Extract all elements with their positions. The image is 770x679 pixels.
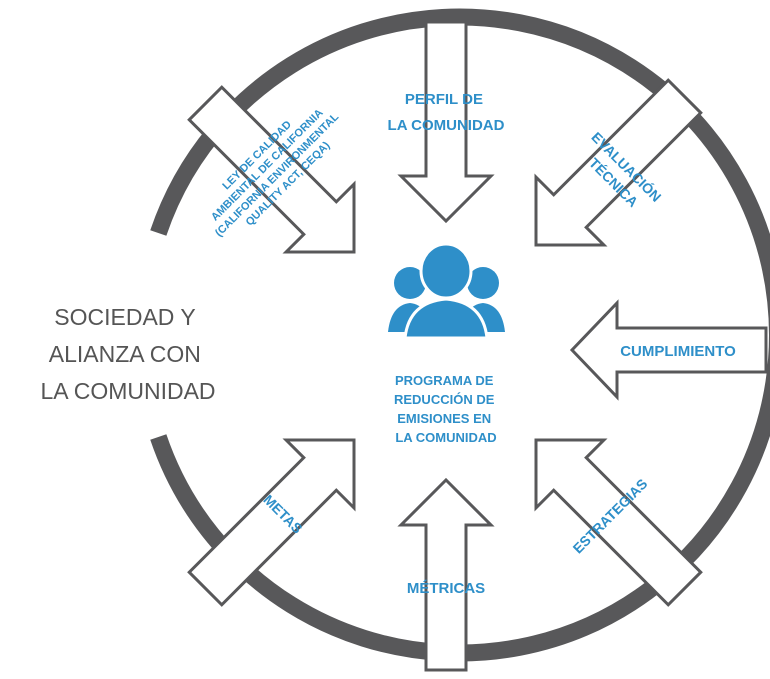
outer-label-line: ALIANZA CON — [49, 341, 201, 367]
center-title-line: LA COMUNIDAD — [395, 430, 496, 445]
label-metricas-line: MÉTRICAS — [407, 580, 485, 597]
arrow-cumplimiento — [569, 299, 768, 401]
label-perfil-line: PERFIL DE — [405, 91, 483, 108]
arrow-evaluacion — [534, 78, 703, 247]
outer-label: SOCIEDAD Y ALIANZA CON LA COMUNIDAD — [40, 304, 215, 404]
people-group-icon — [388, 242, 505, 340]
arrow-ley — [187, 85, 356, 254]
arrow-metricas — [397, 477, 495, 672]
label-perfil: PERFIL DE LA COMUNIDAD — [388, 91, 505, 134]
outer-label-line: SOCIEDAD Y — [54, 304, 195, 330]
label-cumplimiento-line: CUMPLIMIENTO — [620, 343, 736, 360]
outer-ring — [150, 8, 770, 662]
outer-label-line: LA COMUNIDAD — [40, 378, 215, 404]
arrow-estrategias — [534, 438, 703, 607]
label-metricas: MÉTRICAS — [407, 580, 485, 597]
center-title-line: REDUCCIÓN DE — [394, 392, 495, 407]
label-perfil-line: LA COMUNIDAD — [388, 117, 505, 134]
center-title-line: PROGRAMA DE — [395, 373, 494, 388]
center-title: PROGRAMA DE REDUCCIÓN DE EMISIONES EN LA… — [394, 373, 498, 445]
center-title-line: EMISIONES EN — [397, 411, 491, 426]
label-cumplimiento: CUMPLIMIENTO — [620, 343, 736, 360]
arrow-perfil — [397, 20, 495, 224]
arrow-metas — [187, 438, 356, 607]
